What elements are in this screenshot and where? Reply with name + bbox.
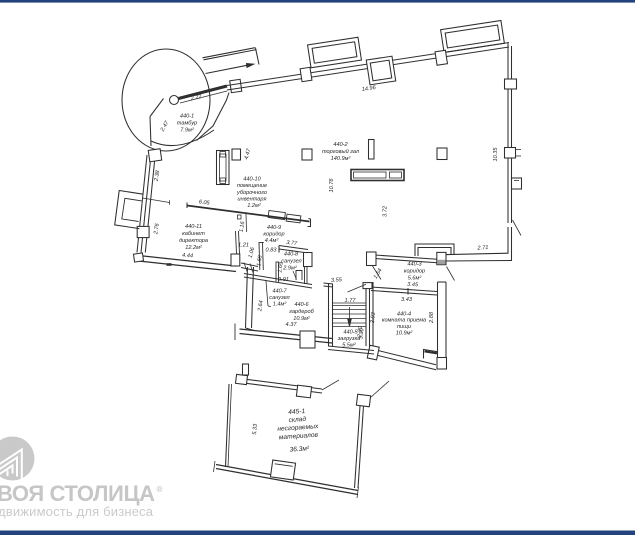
svg-text:140.9м²: 140.9м² bbox=[331, 156, 352, 162]
svg-text:440-6: 440-6 bbox=[294, 302, 309, 308]
svg-text:2.71: 2.71 bbox=[476, 245, 488, 252]
svg-text:4.37: 4.37 bbox=[286, 322, 298, 328]
svg-text:коридор: коридор bbox=[263, 232, 284, 238]
svg-text:440-2: 440-2 bbox=[333, 142, 348, 148]
svg-text:10.35: 10.35 bbox=[493, 147, 499, 162]
svg-text:тамбур: тамбур bbox=[177, 121, 197, 127]
svg-text:1.64: 1.64 bbox=[373, 268, 384, 280]
svg-text:торговый зал: торговый зал bbox=[322, 148, 360, 155]
svg-text:2.88: 2.88 bbox=[429, 311, 435, 324]
svg-text:движимость для бизнеса: движимость для бизнеса bbox=[0, 504, 154, 519]
svg-text:440-4: 440-4 bbox=[397, 312, 411, 318]
svg-text:3.72: 3.72 bbox=[383, 205, 389, 217]
svg-text:1.77: 1.77 bbox=[345, 298, 357, 304]
svg-text:санузел: санузел bbox=[281, 259, 302, 265]
svg-text:440-1: 440-1 bbox=[180, 114, 194, 120]
svg-text:3.43: 3.43 bbox=[401, 297, 413, 303]
svg-text:инвентаря: инвентаря bbox=[238, 196, 267, 202]
svg-text:440-5: 440-5 bbox=[343, 330, 358, 336]
svg-text:1.68: 1.68 bbox=[256, 254, 264, 266]
svg-text:1.2м²: 1.2м² bbox=[247, 203, 262, 209]
svg-text:12.2м²: 12.2м² bbox=[185, 245, 203, 251]
svg-text:0.91: 0.91 bbox=[278, 277, 289, 283]
svg-text:2.76: 2.76 bbox=[153, 222, 161, 235]
svg-text:материалов: материалов bbox=[279, 432, 319, 442]
svg-text:36.3м²: 36.3м² bbox=[289, 445, 310, 453]
svg-text:2.9м²: 2.9м² bbox=[282, 266, 298, 272]
svg-text:440-3: 440-3 bbox=[407, 262, 422, 268]
svg-text:ВОЯ СТОЛИЦА: ВОЯ СТОЛИЦА bbox=[0, 481, 155, 506]
svg-text:6.05: 6.05 bbox=[198, 199, 210, 206]
svg-text:3.77: 3.77 bbox=[286, 240, 298, 247]
svg-text:директора: директора bbox=[179, 238, 208, 244]
svg-text:2.64: 2.64 bbox=[257, 300, 265, 313]
svg-text:10.9м²: 10.9м² bbox=[396, 331, 414, 337]
svg-text:4.47: 4.47 bbox=[244, 147, 253, 160]
svg-text:3.45: 3.45 bbox=[407, 282, 419, 289]
svg-text:пищи: пищи bbox=[397, 324, 411, 330]
svg-text:3.03: 3.03 bbox=[370, 311, 377, 323]
svg-text:гардероб: гардероб bbox=[289, 309, 314, 315]
svg-text:4.4м²: 4.4м² bbox=[265, 238, 280, 244]
svg-text:4.44: 4.44 bbox=[182, 253, 193, 260]
svg-text:1.16: 1.16 bbox=[239, 220, 247, 232]
svg-text:14.96: 14.96 bbox=[361, 85, 377, 93]
svg-text:1.21: 1.21 bbox=[238, 243, 249, 249]
svg-text:2.38: 2.38 bbox=[154, 169, 162, 182]
svg-text:440-11: 440-11 bbox=[185, 224, 202, 230]
svg-text:склад: склад bbox=[288, 415, 306, 424]
svg-text:загрузка: загрузка bbox=[337, 336, 360, 342]
svg-text:5.6м²: 5.6м² bbox=[408, 276, 423, 282]
svg-text:®: ® bbox=[157, 485, 163, 494]
svg-text:7.9м²: 7.9м² bbox=[180, 128, 195, 134]
svg-text:кабинет: кабинет bbox=[182, 231, 205, 237]
svg-text:коридор: коридор bbox=[404, 269, 425, 275]
svg-text:5.33: 5.33 bbox=[252, 423, 259, 435]
svg-text:1.06: 1.06 bbox=[248, 246, 257, 259]
svg-text:3.30: 3.30 bbox=[359, 327, 366, 339]
svg-text:445-1: 445-1 bbox=[288, 408, 306, 416]
svg-text:440-9: 440-9 bbox=[267, 225, 281, 231]
svg-text:5.5м²: 5.5м² bbox=[342, 342, 357, 348]
svg-text:несгораемых: несгораемых bbox=[277, 423, 319, 433]
svg-text:0.83: 0.83 bbox=[266, 248, 278, 254]
svg-text:3.55: 3.55 bbox=[331, 277, 343, 284]
svg-text:440-8: 440-8 bbox=[284, 252, 299, 258]
svg-text:10.76: 10.76 bbox=[329, 178, 335, 193]
svg-text:комната приема: комната приема bbox=[382, 318, 426, 324]
svg-text:2.47: 2.47 bbox=[159, 120, 171, 134]
svg-text:2.22: 2.22 bbox=[189, 94, 203, 103]
svg-text:440-7: 440-7 bbox=[272, 289, 287, 295]
svg-text:2.30: 2.30 bbox=[357, 325, 364, 338]
svg-text:уборочного: уборочного bbox=[236, 190, 267, 196]
svg-text:440-10: 440-10 bbox=[243, 177, 261, 183]
svg-text:1.69: 1.69 bbox=[277, 262, 284, 274]
svg-text:помещение: помещение bbox=[237, 183, 267, 189]
svg-text:санузел: санузел bbox=[269, 295, 290, 301]
svg-text:1.4м²: 1.4м² bbox=[273, 302, 288, 308]
svg-text:10.9м²: 10.9м² bbox=[293, 316, 311, 322]
